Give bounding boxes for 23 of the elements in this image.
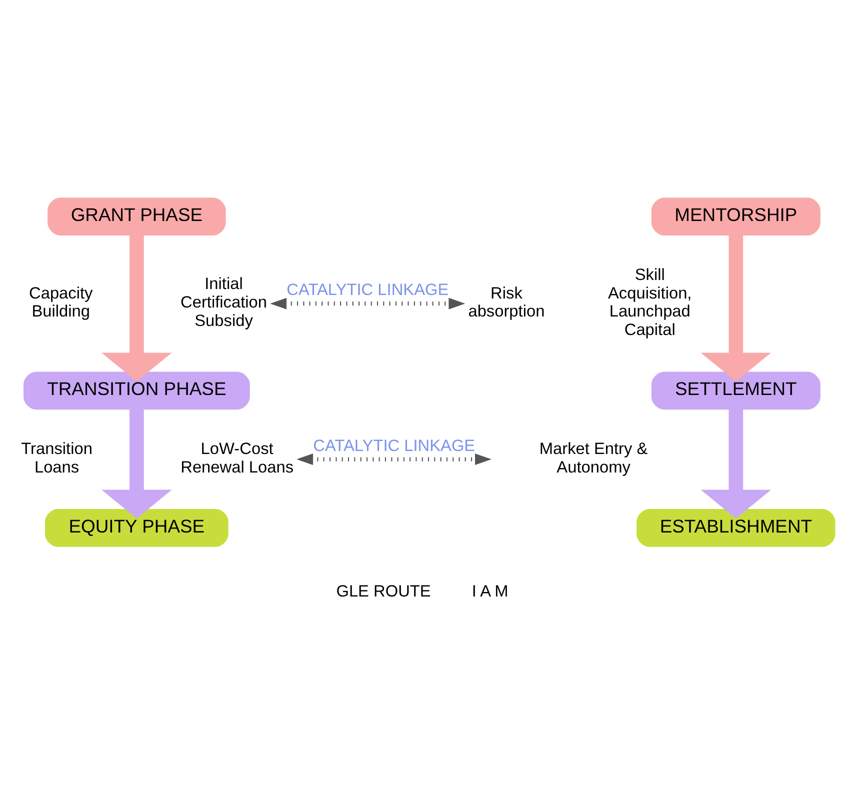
- edge-label: CATALYTIC LINKAGE: [286, 281, 449, 300]
- label: Capacity Building: [29, 284, 93, 321]
- node-box: EQUITY PHASE: [45, 508, 228, 547]
- label: Market Entry & Autonomy: [539, 440, 648, 476]
- node-box: TRANSITION PHASE: [24, 372, 250, 410]
- arrow: [102, 235, 172, 382]
- arrow: [270, 298, 466, 310]
- arrow: [700, 409, 772, 518]
- node-text: Risk absorption: [468, 284, 545, 321]
- arrow: [102, 409, 172, 518]
- node-text: LoW-Cost Renewal Loans: [180, 440, 294, 476]
- node-box: ESTABLISHMENT: [636, 508, 836, 547]
- arrow: [296, 454, 492, 466]
- node-box: SETTLEMENT: [651, 372, 820, 410]
- label: GLE ROUTE: [336, 582, 431, 600]
- label: Skill Acquisition, Launchpad Capital: [608, 266, 692, 340]
- node-text: Initial Certification Subsidy: [180, 275, 267, 330]
- arrow: [700, 235, 772, 382]
- node-box: MENTORSHIP: [651, 198, 820, 236]
- edge-label: CATALYTIC LINKAGE: [313, 436, 476, 455]
- node-box: GRANT PHASE: [48, 198, 226, 236]
- label: Transition Loans: [21, 440, 92, 476]
- label: I A M: [472, 582, 508, 600]
